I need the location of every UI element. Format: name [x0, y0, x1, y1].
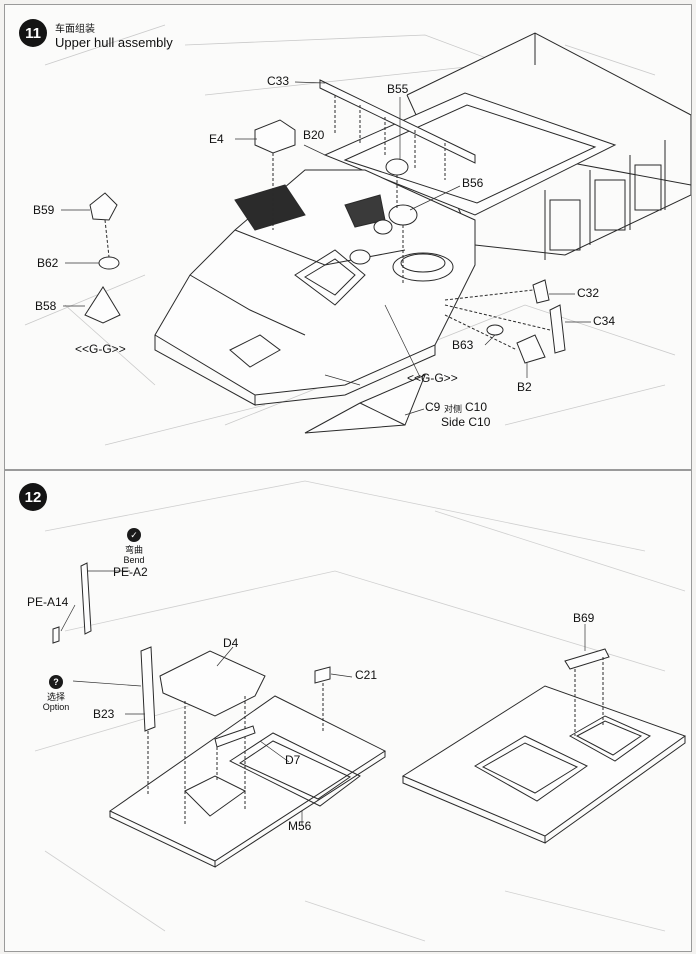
- label-c9: C9: [425, 400, 441, 414]
- step-12-panel: 12 ✓ 弯曲 Bend PE-A2 PE-A14 ? 选择 Option B2…: [4, 470, 692, 952]
- label-b58: B58: [35, 299, 57, 313]
- hull-plate-drawing: [34, 480, 687, 942]
- label-b56: B56: [462, 176, 484, 190]
- label-side-c10: Side C10: [441, 415, 491, 429]
- upper-hull-drawing: [24, 24, 691, 446]
- step-11-title-cn: 车面组装: [55, 24, 95, 35]
- label-b2: B2: [517, 380, 532, 394]
- label-m56: M56: [288, 819, 312, 833]
- label-b69: B69: [573, 611, 595, 625]
- option-label-cn: 选择: [46, 692, 65, 702]
- bend-label-en: Bend: [123, 555, 145, 565]
- step-12-number: 12: [19, 483, 47, 511]
- label-b62: B62: [37, 256, 59, 270]
- section-label-right: <<G-G>>: [407, 371, 458, 385]
- label-c21: C21: [355, 668, 378, 682]
- step-11-panel: 11 车面组装 Upper hull assembly C33 B55 E4 B…: [4, 4, 692, 470]
- label-e4: E4: [209, 132, 224, 146]
- bend-label-cn: 弯曲: [124, 545, 143, 555]
- label-c10-cn: 对侧: [444, 404, 463, 414]
- label-pe-a14: PE-A14: [27, 595, 69, 609]
- label-d7: D7: [285, 753, 301, 767]
- label-c33: C33: [267, 74, 290, 88]
- label-c34: C34: [593, 314, 616, 328]
- label-b20: B20: [303, 128, 325, 142]
- section-label-left: <<G-G>>: [75, 342, 126, 356]
- label-c32: C32: [577, 286, 600, 300]
- bend-icon: ✓: [127, 528, 141, 542]
- label-b63: B63: [452, 338, 474, 352]
- option-icon: ?: [49, 675, 63, 689]
- label-b55: B55: [387, 82, 409, 96]
- label-b59: B59: [33, 203, 55, 217]
- label-pe-a2: PE-A2: [113, 565, 148, 579]
- label-d4: D4: [223, 636, 239, 650]
- option-label-en: Option: [42, 702, 70, 712]
- step-11-number: 11: [19, 19, 47, 47]
- step-11-title-en: Upper hull assembly: [55, 35, 173, 50]
- label-b23: B23: [93, 707, 115, 721]
- label-c10: C10: [465, 400, 488, 414]
